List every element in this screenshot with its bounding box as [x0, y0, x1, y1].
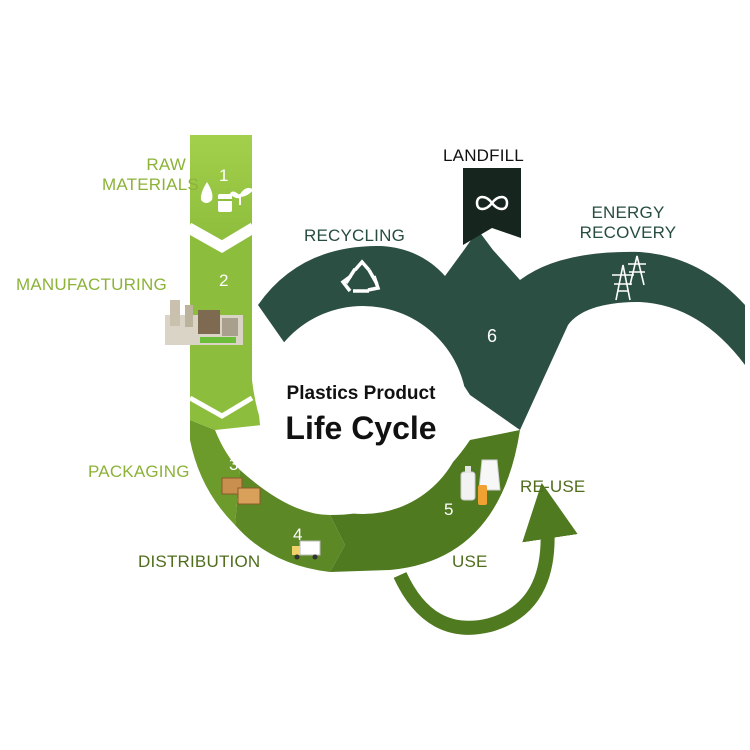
recycle-icon	[340, 259, 381, 293]
delivery-truck-icon	[292, 540, 321, 560]
reuse-label: RE-USE	[520, 477, 586, 496]
stage-number-3: 3	[229, 455, 239, 474]
stage-number-5: 5	[444, 500, 454, 519]
oil-barrel-icon	[218, 194, 232, 212]
power-pylon-icon	[612, 255, 646, 301]
center-circle	[259, 306, 467, 514]
raw-materials-label-line2: MATERIALS	[102, 175, 199, 194]
raw-materials-label: RAW MATERIALS	[102, 155, 199, 195]
plant-sprout-icon	[229, 187, 254, 205]
stage-number-4: 4	[293, 525, 303, 544]
factory-icon	[165, 300, 243, 345]
infinity-icon	[475, 195, 509, 211]
stage-number-2: 2	[219, 271, 229, 290]
raw-materials-segment	[190, 135, 252, 243]
recycling-label: RECYCLING	[304, 226, 405, 245]
energy-recovery-label-line2: RECOVERY	[579, 223, 677, 242]
use-label: USE	[452, 552, 488, 571]
raw-materials-label-line1: RAW	[146, 155, 186, 174]
energy-recovery-label: ENERGY RECOVERY	[573, 203, 683, 243]
packaging-label: PACKAGING	[88, 462, 190, 481]
diagram-title-line2: Life Cycle	[285, 410, 437, 446]
stage-number-6: 6	[487, 326, 498, 346]
reuse-arrow-icon	[393, 482, 578, 635]
use-segment	[330, 430, 520, 572]
diagram-title-line1: Plastics Product	[286, 383, 436, 404]
packaging-segment	[190, 420, 240, 525]
manufacturing-label: MANUFACTURING	[16, 275, 167, 294]
landfill-label: LANDFILL	[443, 146, 524, 165]
plastic-bottles-icon	[460, 459, 501, 505]
boxes-icon	[221, 477, 261, 505]
oil-drop-icon	[200, 182, 213, 203]
distribution-label: DISTRIBUTION	[138, 552, 261, 571]
stage-number-1: 1	[219, 166, 229, 185]
end-of-life-band	[258, 230, 745, 430]
landfill-column	[463, 168, 521, 245]
energy-recovery-label-line1: ENERGY	[591, 203, 665, 222]
